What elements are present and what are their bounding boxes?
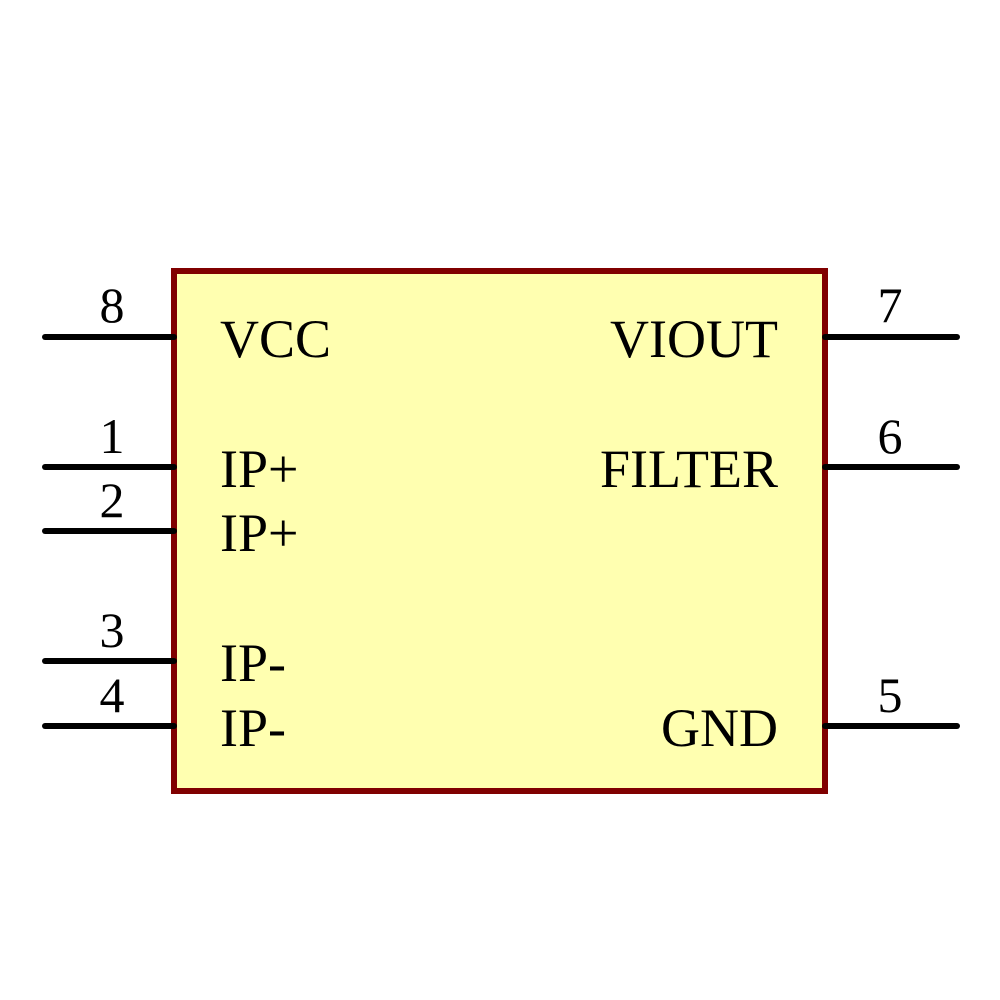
pin-name: IP- (220, 633, 286, 693)
pin-2[interactable]: 2 IP+ (42, 472, 298, 563)
pin-name: GND (661, 698, 778, 758)
pin-name: IP- (220, 698, 286, 758)
pin-name: VIOUT (610, 309, 778, 369)
pin-number: 2 (100, 472, 125, 528)
pin-number: 8 (100, 277, 125, 333)
pin-number: 5 (878, 667, 903, 723)
pin-1[interactable]: 1 IP+ (42, 408, 298, 499)
pin-3[interactable]: 3 IP- (42, 602, 286, 693)
pin-number: 3 (100, 602, 125, 658)
pin-8[interactable]: 8 VCC (42, 277, 331, 369)
pin-6[interactable]: 6 FILTER (600, 408, 960, 499)
pin-name: FILTER (600, 439, 778, 499)
pin-name: VCC (220, 309, 331, 369)
pin-number: 6 (878, 408, 903, 464)
pin-name: IP+ (220, 439, 298, 499)
pin-4[interactable]: 4 IP- (42, 667, 286, 758)
pin-name: IP+ (220, 503, 298, 563)
pin-number: 1 (100, 408, 125, 464)
pin-number: 7 (878, 277, 903, 333)
pin-number: 4 (100, 667, 125, 723)
pin-7[interactable]: 7 VIOUT (610, 277, 960, 369)
component-body[interactable] (171, 268, 828, 794)
pin-5[interactable]: 5 GND (661, 667, 960, 758)
